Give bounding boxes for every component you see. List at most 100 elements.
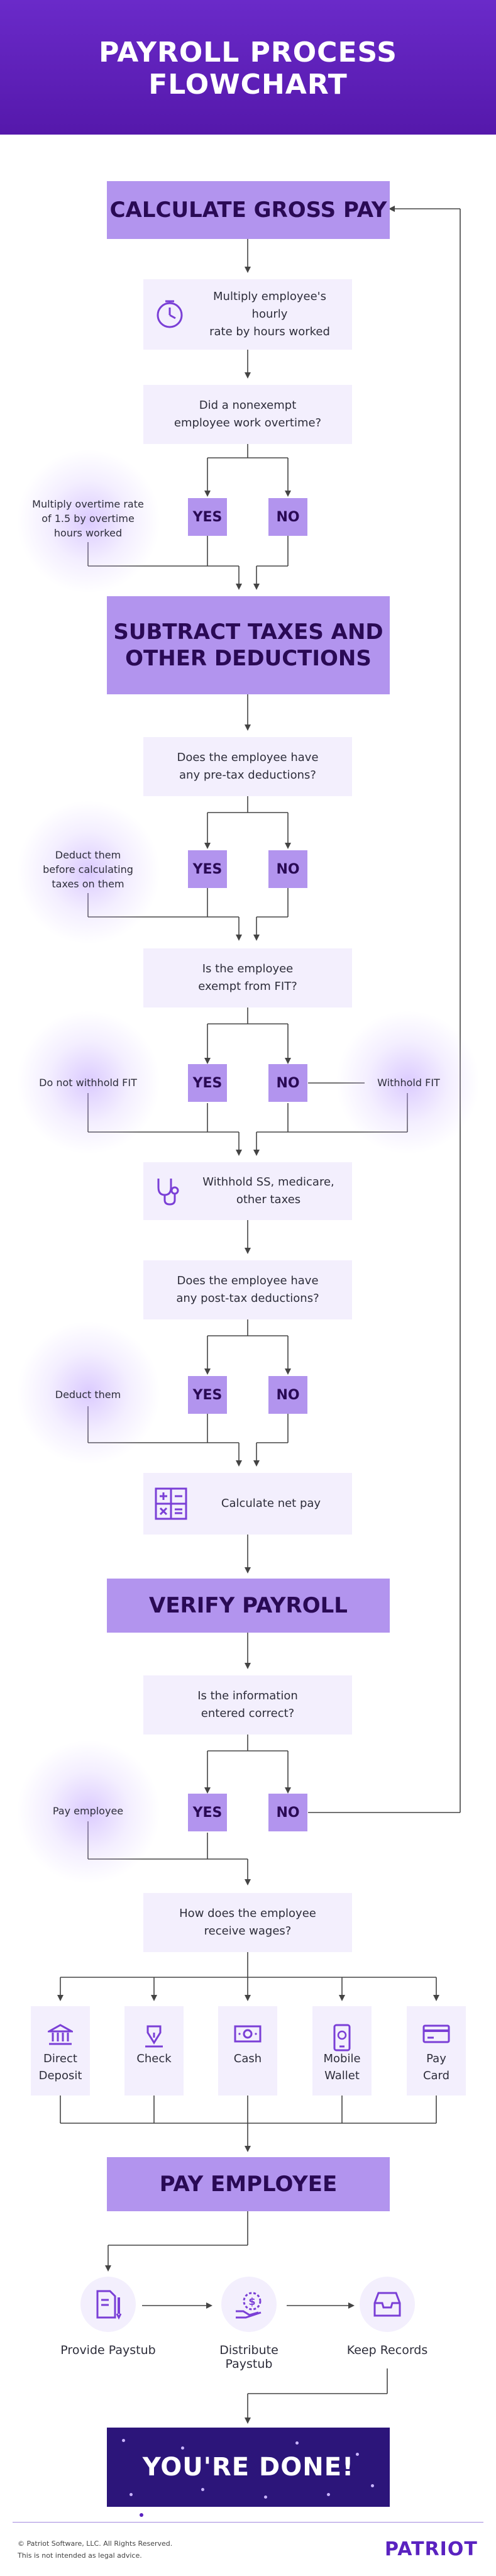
payment-option-cash: Cash — [218, 2006, 277, 2096]
payment-option-label: Wallet — [324, 2069, 360, 2082]
clock-icon — [155, 299, 185, 330]
final-step-label: Keep Records — [346, 2343, 428, 2357]
mobile-wallet-icon — [312, 2024, 372, 2051]
step-withhold-taxes: Withhold SS, medicare,other taxes — [143, 1162, 352, 1220]
svg-text:$: $ — [248, 2296, 255, 2307]
side-note-line: Deduct them — [55, 1389, 121, 1401]
answer-yes: YES — [188, 1376, 227, 1414]
step-multiply-hourly-rate: Multiply employee's hourly rate by hours … — [143, 279, 352, 350]
decorative-star — [122, 2439, 125, 2442]
stage-label: VERIFY PAYROLL — [149, 1592, 348, 1618]
hand-dollar-icon: $ — [221, 2277, 277, 2332]
question-text-line: entered correct? — [201, 1707, 295, 1720]
payment-option-check: Check — [124, 2006, 184, 2096]
decorative-star — [130, 2493, 133, 2496]
question-posttax-deductions: Does the employee have any post-tax deduc… — [143, 1260, 352, 1319]
answer-yes: YES — [188, 850, 227, 888]
step-text-line: other taxes — [236, 1193, 301, 1206]
credit-card-icon — [407, 2024, 466, 2044]
step-provide-paystub: Provide Paystub — [55, 2277, 162, 2357]
inbox-tray-icon — [360, 2277, 415, 2332]
step-text: Calculate net pay — [221, 1497, 321, 1511]
copyright-text: © Patriot Software, LLC. All Rights Rese… — [18, 2540, 173, 2548]
question-pretax-deductions: Does the employee have any pre-tax deduct… — [143, 737, 352, 796]
disclaimer-text: This is not intended as legal advice. — [18, 2551, 142, 2560]
question-fit-exempt: Is the employee exempt from FIT? — [143, 948, 352, 1008]
answer-no: NO — [268, 1064, 307, 1102]
final-step-label: Distribute Paystub — [219, 2343, 278, 2371]
header-banner: PAYROLL PROCESS FLOWCHART — [0, 0, 496, 135]
question-text-line: any post-tax deductions? — [176, 1292, 319, 1305]
decorative-star — [295, 2441, 299, 2445]
answer-label: NO — [276, 1804, 300, 1821]
decorative-glow — [16, 1321, 161, 1465]
payment-option-label: Direct — [43, 2052, 77, 2065]
question-info-correct: Is the information entered correct? — [143, 1675, 352, 1735]
side-note-line: Deduct them — [55, 849, 121, 861]
footer-divider — [13, 2522, 483, 2523]
decorative-star — [140, 2513, 143, 2517]
side-note-line: Do not withhold FIT — [39, 1077, 137, 1089]
decorative-glow — [16, 449, 161, 594]
answer-label: NO — [276, 861, 300, 877]
patriot-logo: PATRIOT — [385, 2538, 478, 2560]
answer-label: YES — [192, 1387, 223, 1403]
payment-option-label: Mobile — [323, 2052, 361, 2065]
decorative-star — [356, 2453, 359, 2456]
step-keep-records: Keep Records — [334, 2277, 441, 2357]
stage-label: PAY EMPLOYEE — [159, 2171, 338, 2197]
stage-verify-payroll: VERIFY PAYROLL — [107, 1579, 390, 1633]
stage-label: CALCULATE GROSS PAY — [109, 197, 387, 223]
pen-nib-icon — [124, 2024, 184, 2049]
question-text-line: Does the employee have — [177, 1274, 319, 1288]
document-pen-icon — [80, 2277, 136, 2332]
question-text-line: exempt from FIT? — [198, 980, 297, 993]
question-text-line: Is the employee — [202, 962, 294, 976]
answer-label: NO — [276, 1075, 300, 1091]
decorative-glow — [16, 800, 161, 945]
answer-no: NO — [268, 850, 307, 888]
final-step-label: Provide Paystub — [60, 2343, 156, 2357]
side-note-line: hours worked — [53, 527, 123, 540]
payment-option-label: Check — [136, 2052, 172, 2065]
decorative-glow — [16, 1010, 161, 1155]
question-text-line: Is the information — [197, 1689, 298, 1703]
step-text-line: Multiply employee's hourly — [213, 290, 326, 321]
question-text-line: Did a nonexempt — [199, 399, 297, 413]
side-note-pay-employee: Pay employee — [38, 1804, 138, 1818]
question-text-line: any pre-tax deductions? — [179, 769, 316, 782]
decorative-star — [181, 2446, 184, 2450]
decorative-star — [327, 2493, 330, 2496]
answer-yes: YES — [188, 1064, 227, 1102]
stage-calculate-gross-pay: CALCULATE GROSS PAY — [107, 181, 390, 239]
answer-label: YES — [192, 1804, 223, 1821]
decorative-star — [371, 2484, 374, 2487]
side-note-line: before calculating — [43, 863, 133, 876]
bank-icon — [31, 2024, 90, 2046]
answer-no: NO — [268, 1376, 307, 1414]
decorative-glow — [16, 1740, 161, 1884]
question-text-line: receive wages? — [204, 1924, 292, 1938]
side-note-fit-right: Withhold FIT — [365, 1075, 453, 1090]
answer-yes: YES — [188, 498, 227, 536]
payment-option-label: Pay — [426, 2052, 446, 2065]
answer-label: YES — [192, 1075, 223, 1091]
decorative-star — [151, 2472, 154, 2475]
stage-label-line: OTHER DEDUCTIONS — [125, 646, 372, 671]
answer-yes: YES — [188, 1794, 227, 1831]
answer-label: NO — [276, 1387, 300, 1403]
step-calculate-net-pay: Calculate net pay — [143, 1473, 352, 1535]
question-text-line: Does the employee have — [177, 751, 319, 765]
side-note-line: Multiply overtime rate — [32, 498, 144, 510]
step-text-line: rate by hours worked — [209, 325, 330, 338]
stethoscope-icon — [155, 1176, 182, 1206]
stage-pay-employee: PAY EMPLOYEE — [107, 2157, 390, 2211]
side-note-posttax: Deduct them — [38, 1387, 138, 1402]
cash-icon — [218, 2024, 277, 2044]
